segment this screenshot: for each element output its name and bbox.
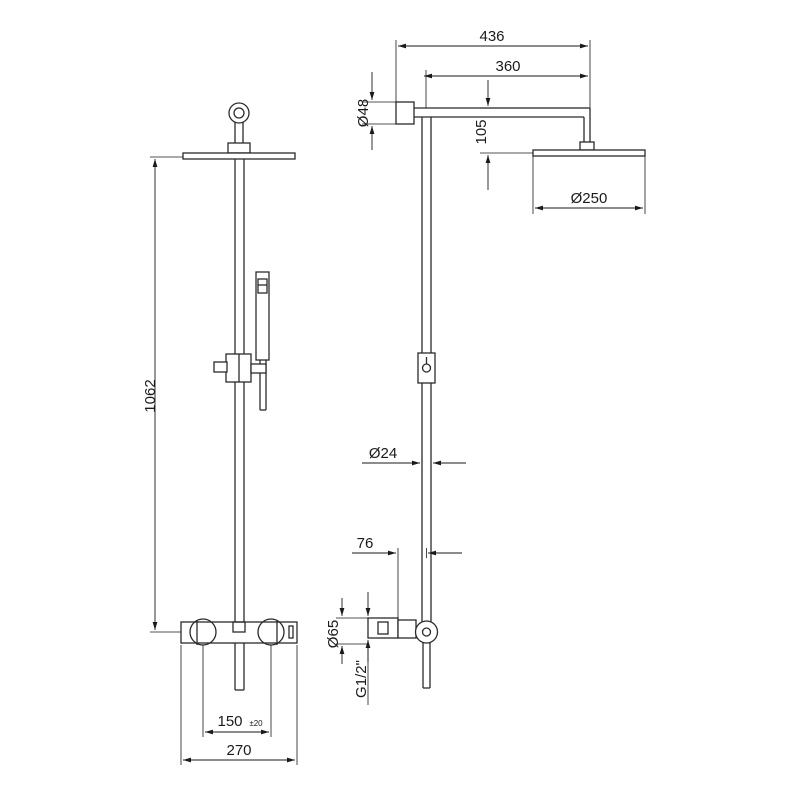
side-view: 436 360 Ø48 105 Ø250 <box>325 28 646 705</box>
label-arm-length: 360 <box>495 58 520 75</box>
side-bottom-outlet <box>422 643 431 689</box>
side-shower-arm <box>414 107 595 151</box>
dimension-height: 1062 <box>142 156 183 633</box>
dimension-wall-flange: Ø48 <box>355 72 396 150</box>
label-thread: G1/2" <box>353 660 370 698</box>
front-shower-head <box>182 152 296 160</box>
label-mixer-offset: 76 <box>357 535 374 552</box>
dimension-thread: G1/2" <box>353 592 371 705</box>
label-wall-flange: Ø48 <box>355 99 372 127</box>
front-hand-shower <box>255 271 270 411</box>
label-height: 1062 <box>142 379 159 412</box>
side-wall-flange <box>395 101 415 125</box>
front-bottom-outlet <box>234 643 245 691</box>
front-mixer-bar <box>180 618 298 646</box>
dimension-mixer-width: 270 <box>180 645 298 765</box>
dimension-mixer-diameter: Ø65 <box>325 598 368 664</box>
dimension-head-drop: 105 <box>473 80 588 190</box>
label-pipe-diameter: Ø24 <box>369 445 397 462</box>
label-inlet-spacing-tolerance: ±20 <box>249 719 263 728</box>
dimension-head-diameter: Ø250 <box>532 156 646 214</box>
front-top-support <box>227 102 251 154</box>
dimension-arm-length: 360 <box>424 58 588 108</box>
dimension-total-width: 436 <box>395 28 591 108</box>
dimension-mixer-offset: 76 <box>352 535 462 618</box>
label-head-drop: 105 <box>473 119 490 144</box>
side-slide-holder <box>417 352 436 384</box>
dimension-inlet-spacing: 150 ±20 <box>202 645 272 737</box>
front-view: 1062 150 ±20 270 <box>142 102 298 765</box>
label-mixer-diameter: Ø65 <box>325 620 342 648</box>
front-slide-holder <box>213 353 267 383</box>
label-inlet-spacing: 150 <box>217 713 242 730</box>
label-head-diameter: Ø250 <box>571 190 608 207</box>
side-shower-head <box>532 149 646 157</box>
front-riser-pipe <box>234 159 245 622</box>
side-mixer <box>367 615 439 644</box>
label-total-width: 436 <box>479 28 504 45</box>
dimension-pipe-diameter: Ø24 <box>362 445 466 466</box>
label-mixer-width: 270 <box>226 742 251 759</box>
